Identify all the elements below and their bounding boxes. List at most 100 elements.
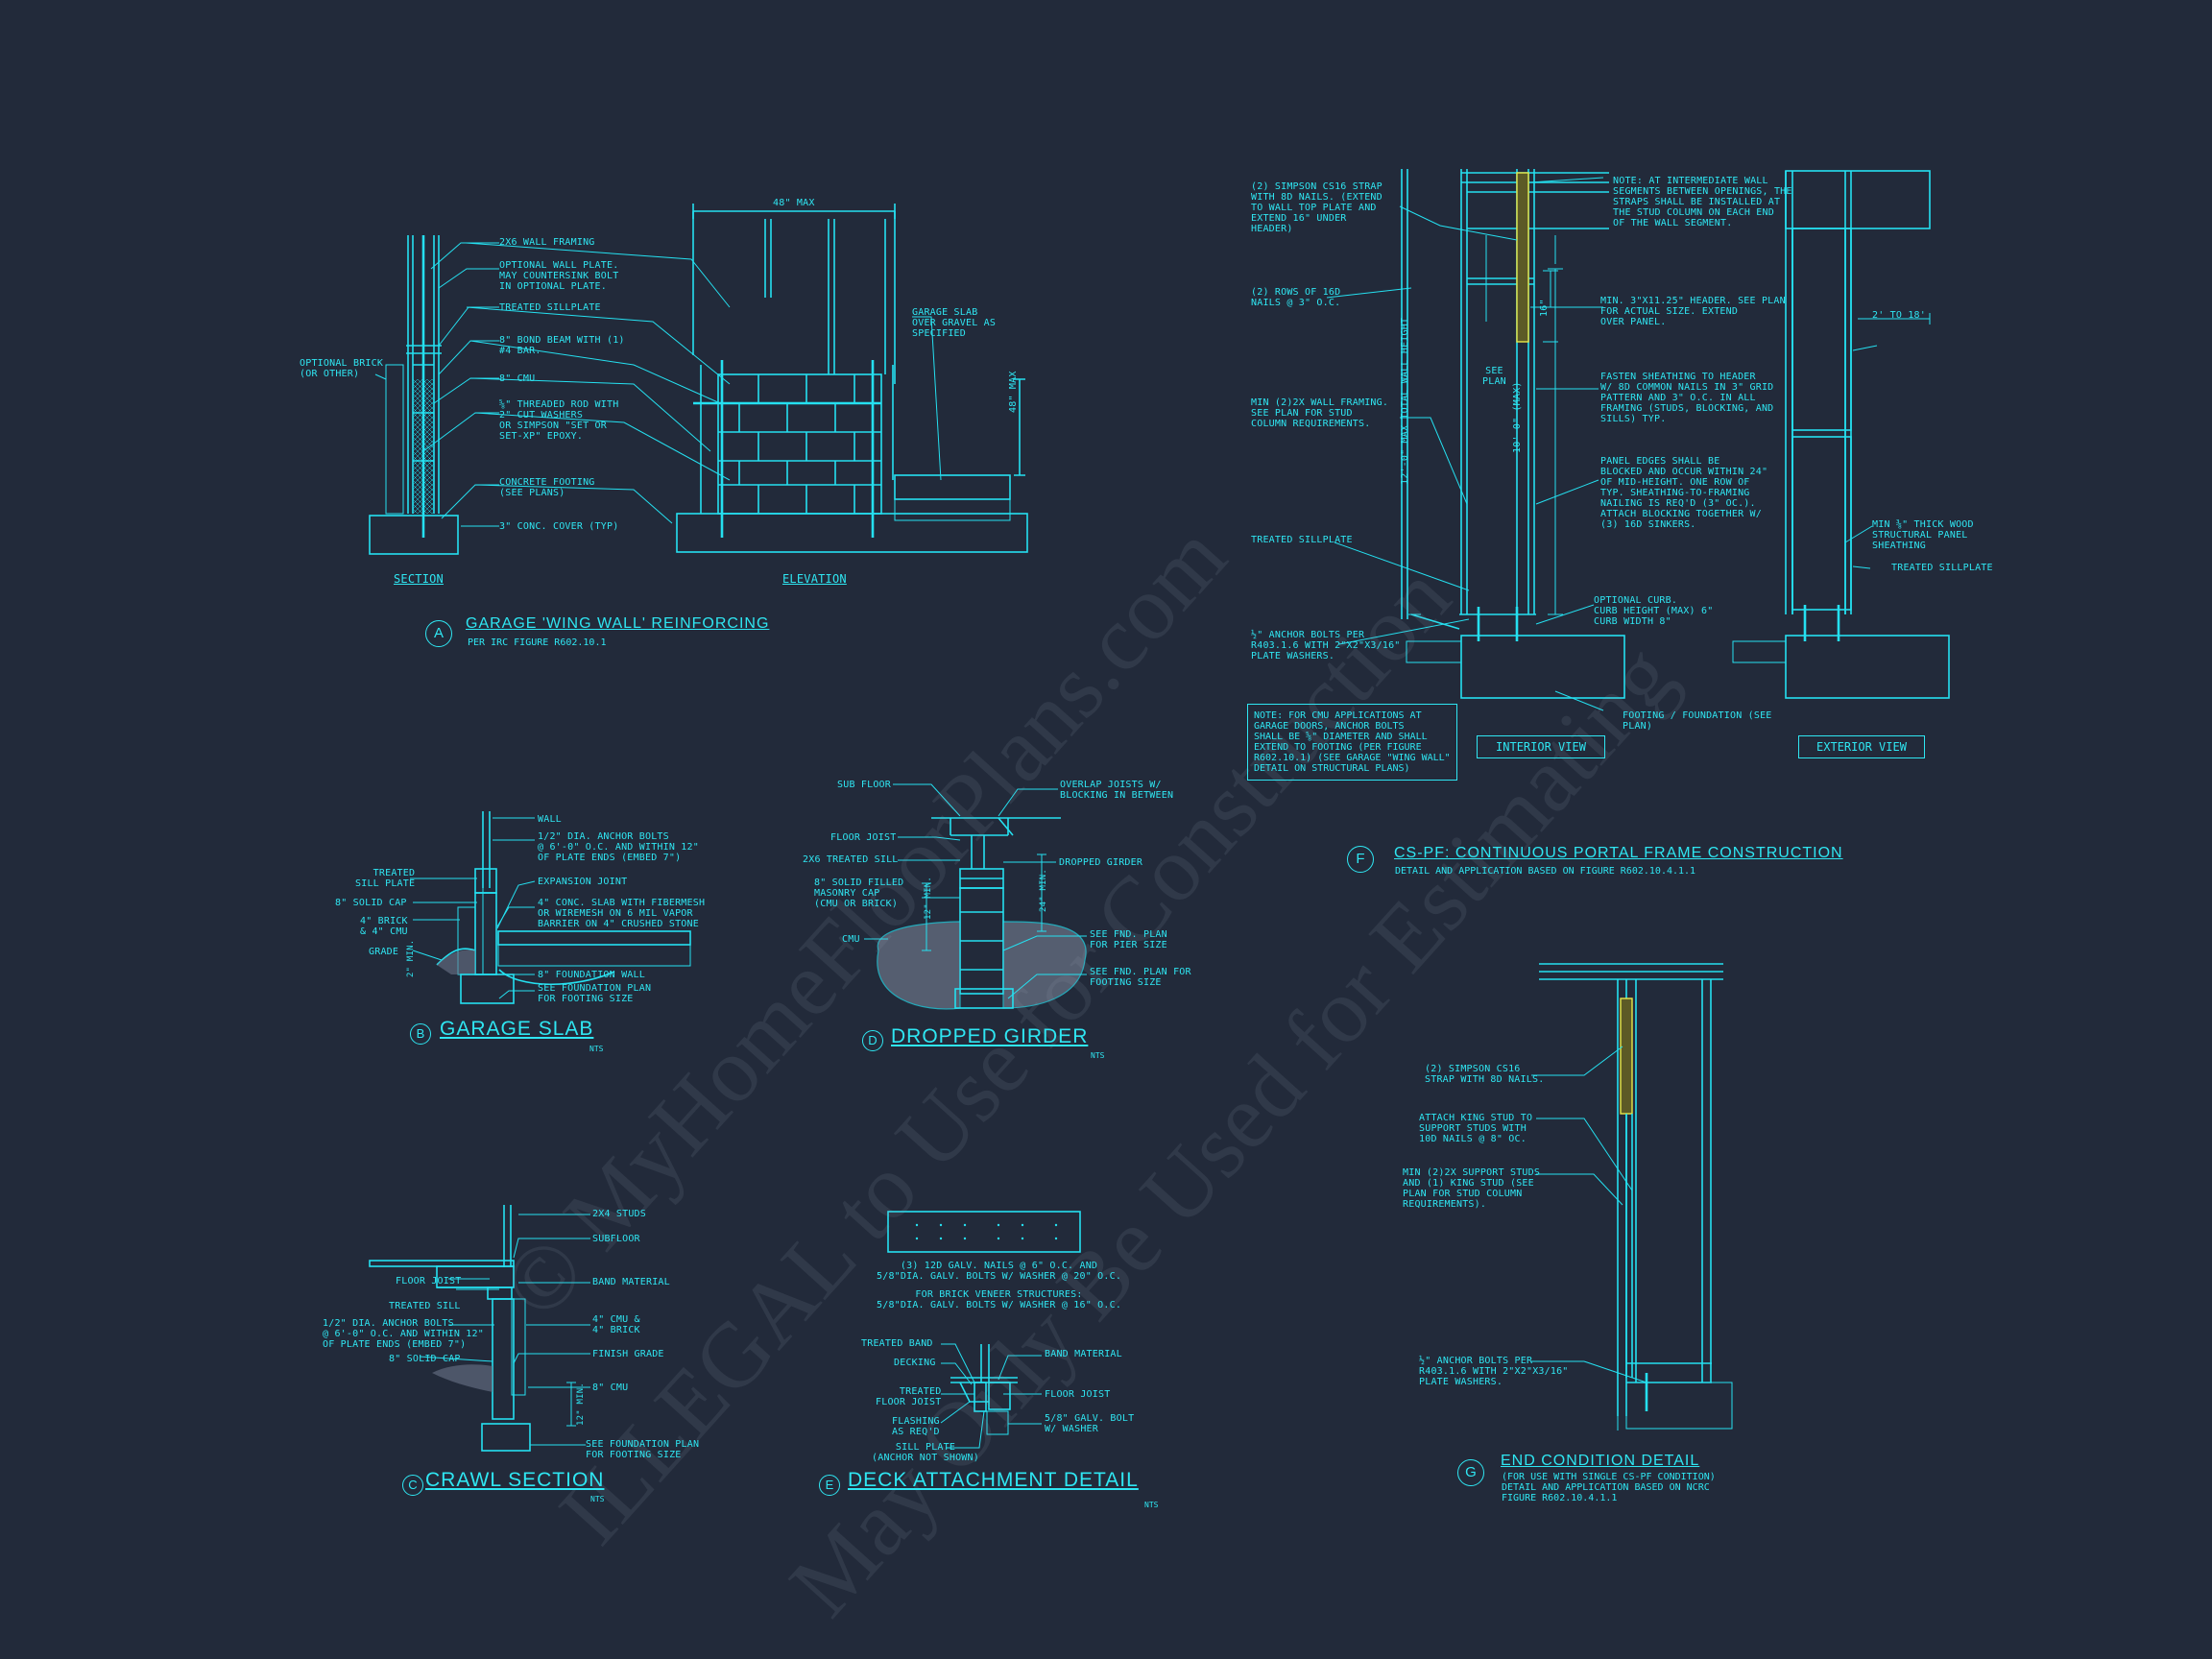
detail-e-drawing (887, 1211, 1081, 1435)
detail-f-interior-drawing (1401, 169, 1625, 699)
g-label-strap: (2) SIMPSON CS16 STRAP WITH 8d NAILS. (1425, 1064, 1545, 1085)
f-label-see-plan: SEE PLAN (1482, 366, 1506, 387)
c-label-studs: 2x4 STUDS (592, 1209, 646, 1219)
b-label-foundation-wall: 8" FOUNDATION WALL (538, 970, 645, 980)
e-detail-nts: NTS (1144, 1501, 1159, 1509)
d-label-floor-joist: FLOOR JOIST (830, 832, 897, 843)
c-label-treated-sill: TREATED SILL (389, 1301, 461, 1311)
c-detail-badge: C (402, 1475, 423, 1496)
f-label-panel-edges: PANEL EDGES SHALL BE BLOCKED AND OCCUR W… (1600, 456, 1768, 530)
f-label-sheathing: MIN ⅜" THICK WOOD STRUCTURAL PANEL SHEAT… (1872, 519, 1974, 551)
f-label-footing: FOOTING / FOUNDATION (SEE PLAN) (1623, 710, 1772, 732)
detail-b-leaders (410, 817, 536, 999)
e-label-sill-plate: SILL PLATE (ANCHOR NOT SHOWN) (872, 1442, 979, 1463)
g-label-anchor: ½" ANCHOR BOLTS PER R403.1.6 WITH 2"x2"x… (1419, 1356, 1569, 1387)
detail-f-exterior-leaders (1844, 525, 1873, 569)
d-detail-nts: NTS (1091, 1051, 1105, 1060)
c-label-solid-cap: 8" SOLID CAP (389, 1354, 461, 1364)
c-label-cmu: 8" CMU (592, 1382, 629, 1393)
detail-d-drawing (877, 817, 1087, 1010)
a-label-threaded-rod: ⅝" THREADED ROD WITH 2" CUT WASHERS OR S… (499, 399, 619, 442)
detail-g-drawing (1539, 963, 1733, 1431)
f-detail-title: CS-PF: CONTINUOUS PORTAL FRAME CONSTRUCT… (1394, 845, 1843, 861)
g-label-king-stud: ATTACH KING STUD TO SUPPORT STUDS WITH 1… (1419, 1113, 1533, 1144)
b-label-treated-sill: TREATED SILL PLATE (355, 868, 416, 889)
f-exterior-view-label: EXTERIOR VIEW (1798, 735, 1925, 758)
d-label-overlap: OVERLAP JOISTS W/ BLOCKING IN BETWEEN (1060, 780, 1174, 801)
f-label-optional-curb: OPTIONAL CURB. CURB HEIGHT (MAX) 6" CURB… (1594, 595, 1714, 627)
detail-f-interior-leaders (1326, 177, 1604, 711)
e-label-band: BAND MATERIAL (1045, 1349, 1122, 1359)
b-label-brick: 4" BRICK & 4" CMU (360, 916, 408, 937)
d-label-footing: SEE FND. PLAN FOR FOOTING SIZE (1090, 967, 1191, 988)
a-label-cmu: 8" CMU (499, 373, 536, 384)
f-label-rows: (2) ROWS OF 16d NAILS @ 3" O.C. (1251, 287, 1341, 308)
d-dim-1: 12" MIN. (924, 877, 933, 920)
c-label-cmu-brick: 4" CMU & 4" BRICK (592, 1314, 640, 1335)
c-label-subfloor: SUBFLOOR (592, 1234, 640, 1244)
c-detail-title: CRAWL SECTION (425, 1469, 605, 1491)
b-detail-title: GARAGE SLAB (440, 1018, 594, 1040)
d-dim-2: 24" MIN. (1039, 869, 1048, 912)
a-detail-subtitle: PER IRC FIGURE R602.10.1 (468, 637, 607, 648)
b-label-solid-cap: 8" SOLID CAP (335, 898, 407, 908)
a-detail-title: GARAGE 'WING WALL' REINFORCING (466, 615, 770, 632)
f-dim-height: 10'-0" (MAX) (1512, 381, 1523, 453)
f-interior-view-label: INTERIOR VIEW (1477, 735, 1605, 758)
d-label-dropped-girder: DROPPED GIRDER (1059, 857, 1143, 868)
d-label-pier: SEE FND. PLAN FOR PIER SIZE (1090, 929, 1167, 950)
f-dim-2to18: 2' TO 18' (1872, 310, 1926, 321)
f-dim-16: 16" (1539, 299, 1550, 317)
f-label-anchor: ½" ANCHOR BOLTS PER R403.1.6 WITH 2"x2"x… (1251, 630, 1401, 661)
b-label-slab: 4" CONC. SLAB WITH FIBERMESH OR WIREMESH… (538, 898, 706, 929)
a-section-label: SECTION (394, 572, 444, 586)
b-label-grade: GRADE (369, 947, 399, 957)
b-label-expansion: EXPANSION JOINT (538, 877, 628, 887)
a-label-optional-brick: OPTIONAL BRICK (OR OTHER) (300, 358, 384, 379)
b-label-anchor: 1/2" DIA. ANCHOR BOLTS @ 6'-0" O.C. AND … (538, 831, 699, 863)
e-label-nails: (3) 12d GALV. NAILS @ 6" O.C. AND 5/8"di… (877, 1261, 1122, 1282)
e-label-treated-band: TREATED BAND (861, 1338, 933, 1349)
g-detail-title: END CONDITION DETAIL (1501, 1453, 1700, 1469)
e-detail-title: DECK ATTACHMENT DETAIL (848, 1469, 1139, 1491)
a-dim-top: 48" MAX (773, 198, 815, 208)
e-label-decking: DECKING (894, 1358, 936, 1368)
b-detail-badge: B (410, 1023, 431, 1045)
a-label-bond-beam: 8" BOND BEAM WITH (1) #4 BAR. (499, 335, 625, 356)
f-label-wall-framing: MIN (2)2X WALL FRAMING. SEE PLAN FOR STU… (1251, 397, 1389, 429)
g-label-support-studs: MIN (2)2X SUPPORT STUDS AND (1) KING STU… (1403, 1167, 1541, 1210)
e-label-flashing: FLASHING AS REQ'D (892, 1416, 940, 1437)
b-label-see-plan: SEE FOUNDATION PLAN FOR FOOTING SIZE (538, 983, 652, 1004)
c-label-finish-grade: FINISH GRADE (592, 1349, 664, 1359)
detail-a-section-drawing (369, 235, 459, 555)
c-label-band: BAND MATERIAL (592, 1277, 670, 1287)
f-detail-subtitle: DETAIL AND APPLICATION BASED ON FIGURE R… (1395, 866, 1696, 877)
detail-c-drawing (369, 1205, 576, 1452)
c-label-floor-joist: FLOOR JOIST (396, 1276, 462, 1286)
detail-g-leaders (1531, 1046, 1647, 1383)
f-label-fasten: FASTEN SHEATHING TO HEADER W/ 8d COMMON … (1600, 372, 1774, 424)
f-label-header: MIN. 3"x11.25" HEADER. SEE PLAN FOR ACTU… (1600, 296, 1786, 327)
d-label-treated-sill: 2x6 TREATED SILL (803, 854, 899, 865)
d-label-cmu: CMU (842, 934, 860, 945)
f-label-treated-sill-ext: TREATED SILLPLATE (1891, 563, 1993, 573)
f-dim-wall: 12'-0" MAX TOTAL WALL HEIGHT (1400, 317, 1410, 485)
e-detail-badge: E (819, 1475, 840, 1496)
a-label-treated-sill: TREATED SILLPLATE (499, 302, 601, 313)
c-label-anchor: 1/2" DIA. ANCHOR BOLTS @ 6'-0" O.C. AND … (323, 1318, 484, 1350)
d-detail-badge: D (862, 1030, 883, 1051)
detail-a-leaders (374, 242, 942, 527)
c-label-see-plan: SEE FOUNDATION PLAN FOR FOOTING SIZE (586, 1439, 700, 1460)
d-label-sub-floor: SUB FLOOR (837, 780, 891, 790)
a-label-optional-plate: OPTIONAL WALL PLATE. MAY COUNTERSINK BOL… (499, 260, 619, 292)
d-label-masonry-cap: 8" SOLID FILLED MASONRY CAP (CMU OR BRIC… (814, 878, 904, 909)
b-label-wall: WALL (538, 814, 562, 825)
a-detail-badge: A (425, 620, 452, 647)
detail-c-leaders (419, 1214, 590, 1446)
f-label-note-intermediate: NOTE: AT INTERMEDIATE WALL SEGMENTS BETW… (1613, 176, 1792, 228)
a-label-footing: CONCRETE FOOTING (SEE PLANS) (499, 477, 595, 498)
a-label-garage-slab: GARAGE SLAB OVER GRAVEL AS SPECIFIED (912, 307, 997, 339)
e-label-floor-joist: FLOOR JOIST (1045, 1389, 1111, 1400)
